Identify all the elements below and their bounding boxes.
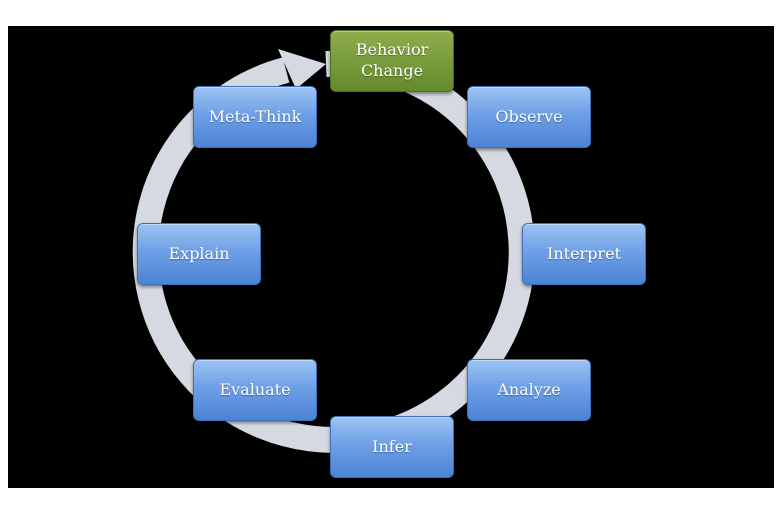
node-behavior-change: Behavior Change: [330, 30, 454, 92]
node-infer: Infer: [330, 416, 454, 478]
node-label: Evaluate: [219, 379, 291, 399]
node-interpret: Interpret: [522, 223, 646, 285]
node-analyze: Analyze: [467, 359, 591, 421]
node-label: Behavior Change: [355, 40, 429, 80]
node-label: Explain: [168, 243, 230, 263]
node-label: Analyze: [497, 379, 561, 399]
node-observe: Observe: [467, 86, 591, 148]
node-meta-think: Meta-Think: [193, 86, 317, 148]
node-label: Meta-Think: [208, 106, 302, 126]
cycle-arrowhead: [278, 49, 326, 89]
node-explain: Explain: [137, 223, 261, 285]
node-label: Observe: [495, 106, 563, 126]
node-label: Infer: [372, 436, 412, 456]
node-evaluate: Evaluate: [193, 359, 317, 421]
node-label: Interpret: [547, 243, 621, 263]
